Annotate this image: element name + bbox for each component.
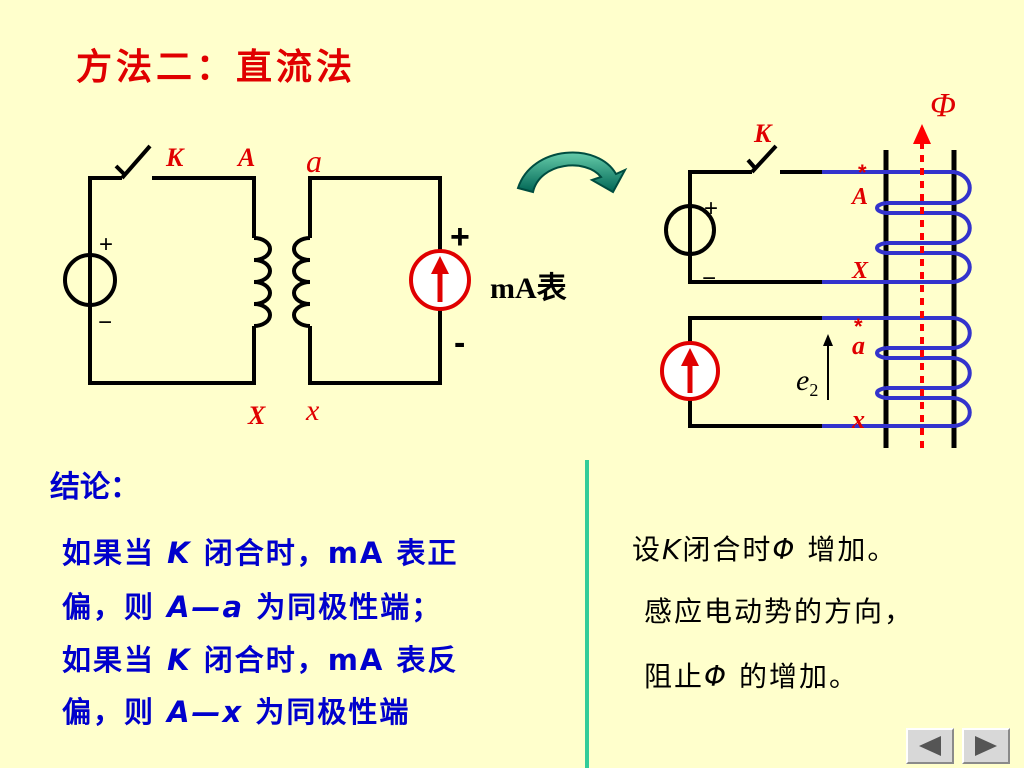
conclusion-heading: 结论： (50, 470, 140, 505)
terminal-X-label: X (851, 258, 869, 284)
secondary-wire-bottom (308, 305, 442, 385)
terminal-A-label: A (850, 184, 868, 210)
emf-label-subscript: 2 (809, 380, 818, 400)
right-primary-wire-top (688, 170, 752, 205)
conclusion-line-4-em: A—x (167, 695, 244, 729)
explanation-line-1-em1: K (662, 533, 683, 566)
primary-wire-top-right (152, 176, 256, 238)
explanation-line-1: 设K闭合时Φ 增加。 (632, 528, 897, 568)
terminal-x-label: x (851, 405, 865, 434)
conclusion-line-1-em: K (167, 536, 192, 570)
left-source-plus: + (99, 231, 113, 258)
right-secondary-wire-bottom (688, 398, 822, 428)
primary-wire-bottom-right (88, 305, 256, 385)
curved-arrow-icon (516, 151, 628, 194)
right-source-plus: + (704, 195, 718, 222)
left-switch-label: K (165, 143, 185, 172)
ma-meter-icon (409, 249, 471, 311)
terminal-a-label: a (852, 331, 865, 360)
explanation-line-3-pre: 阻止 (644, 660, 705, 693)
left-primary-bottom-label: X (247, 401, 266, 430)
explanation-line-3-post: 的增加。 (728, 660, 859, 693)
conclusion-line-4: 偏，则 A—x 为同极性端 (62, 689, 410, 731)
conclusion-line-1-pre: 如果当 (62, 536, 168, 570)
emf-arrow-icon (823, 334, 833, 346)
secondary-wire-top (308, 176, 442, 255)
meter-minus: - (454, 324, 465, 362)
flux-symbol: Φ (930, 87, 956, 124)
conclusion-line-2-pre: 偏，则 (62, 590, 168, 624)
section-divider (585, 460, 589, 768)
conclusion-line-1: 如果当 K 闭合时，mA 表正 (62, 530, 458, 572)
meter-plus: + (450, 218, 470, 256)
next-slide-button[interactable] (962, 728, 1010, 764)
right-switch-label: K (753, 119, 773, 148)
explanation-line-1-em2: Φ (772, 533, 797, 566)
explanation-line-2: 感应电动势的方向， (644, 595, 915, 628)
coil-leads (822, 170, 886, 428)
right-switch-K-stub (746, 158, 757, 170)
primary-wire-top-left (88, 176, 122, 255)
conclusion-line-3: 如果当 K 闭合时，mA 表反 (62, 637, 458, 679)
conclusion-line-2-post: 为同极性端； (244, 590, 443, 624)
circuit-diagram: K A a X x + − + - mA表 (63, 87, 972, 448)
conclusion-line-4-post: 为同极性端 (243, 695, 411, 729)
switch-K-stub (114, 164, 126, 176)
right-ma-meter-icon (660, 341, 720, 401)
switch-K[interactable] (120, 144, 152, 180)
right-source-minus: − (702, 265, 716, 292)
left-circuit (63, 144, 442, 385)
right-circuit (664, 144, 957, 448)
left-secondary-bottom-label: x (305, 394, 320, 427)
primary-coil-icon (253, 236, 272, 328)
conclusion-line-2: 偏，则 A—a 为同极性端； (62, 584, 442, 626)
emf-label-main: e (796, 364, 809, 397)
left-secondary-top-label: a (306, 143, 322, 179)
emf-label: e2 (796, 364, 818, 400)
explanation-line-3: 阻止Φ 的增加。 (644, 655, 859, 695)
left-source-minus: − (98, 309, 112, 336)
right-switch-K[interactable] (750, 144, 778, 174)
explanation-line-1-mid: 闭合时 (682, 533, 773, 566)
right-secondary-coil-icon (875, 316, 972, 428)
conclusion-line-1-post: 闭合时，mA 表正 (191, 536, 459, 570)
conclusion-line-4-pre: 偏，则 (62, 695, 168, 729)
right-triangle-icon (975, 736, 997, 756)
flux-arrow-icon (913, 124, 931, 144)
conclusion-line-2-em: A—a (167, 590, 245, 624)
secondary-coil-icon (292, 236, 311, 328)
right-secondary-wire-top (688, 316, 822, 345)
meter-label: mA表 (490, 272, 567, 305)
explanation-line-1-pre: 设 (632, 533, 663, 566)
prev-slide-button[interactable] (906, 728, 954, 764)
left-triangle-icon (919, 736, 941, 756)
explanation-line-3-em: Φ (704, 660, 729, 693)
dot-mark-A: * (858, 160, 867, 185)
dot-mark-a: * (854, 314, 863, 339)
right-primary-wire-bottom (688, 255, 822, 284)
conclusion-line-3-pre: 如果当 (62, 643, 168, 677)
page-title: 方法二：直流法 (76, 46, 357, 88)
left-primary-top-label: A (236, 143, 255, 172)
conclusion-line-3-post: 闭合时，mA 表反 (191, 643, 459, 677)
conclusion-line-3-em: K (167, 643, 192, 677)
explanation-line-1-post: 增加。 (796, 533, 898, 566)
right-primary-coil-icon (875, 170, 972, 284)
